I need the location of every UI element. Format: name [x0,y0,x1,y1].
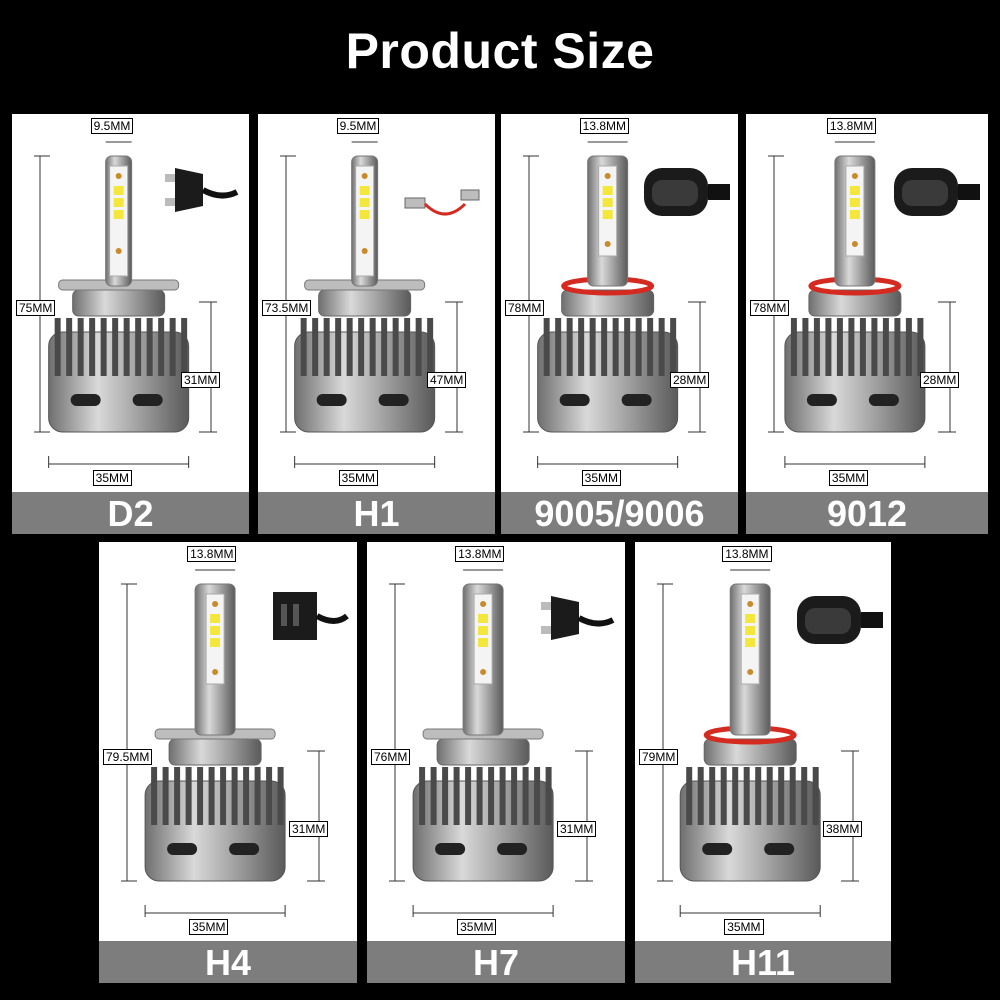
bulb-type-label: D2 [12,492,249,534]
height-label: 78MM [505,300,545,316]
bulb-card-9012: 13.8MM 78MM 28MM 35MM 9012 [746,114,988,534]
top-width-label: 9.5MM [336,118,380,134]
top-width-label: 13.8MM [722,546,772,562]
base-height-label: 31MM [557,821,597,837]
top-width-label: 13.8MM [579,118,629,134]
height-label: 76MM [371,749,411,765]
bulb-card-h1: 9.5MM 73.5MM 47MM 35MM H1 [258,114,495,534]
bulb-card-h7: 13.8MM 76MM 31MM 35MM H7 [367,542,625,983]
bulb-type-label: H4 [99,941,357,983]
bulb-card-h11: 13.8MM 79MM 38MM 35MM H11 [635,542,891,983]
bulb-illustration [34,141,239,468]
bulb-card-9005-9006: 13.8MM 78MM 28MM 35MM 9005/9006 [501,114,738,534]
base-width-label: 35MM [338,470,378,486]
base-width-label: 35MM [92,470,132,486]
base-height-label: 38MM [823,821,863,837]
height-label: 78MM [750,300,790,316]
top-width-label: 9.5MM [90,118,134,134]
height-label: 75MM [16,300,56,316]
base-width-label: 35MM [581,470,621,486]
bulb-illustration [657,569,883,917]
base-height-label: 31MM [181,372,221,388]
height-label: 79MM [639,749,679,765]
base-width-label: 35MM [828,470,869,486]
bulb-illustration [121,569,349,917]
base-width-label: 35MM [457,919,497,935]
bulb-type-label: H1 [258,492,495,534]
bulb-type-label: H7 [367,941,625,983]
bulb-type-label: 9012 [746,492,988,534]
bulb-illustration [523,141,730,468]
bulb-type-label: H11 [635,941,891,983]
bulb-illustration [768,141,980,468]
base-height-label: 28MM [920,372,960,388]
top-width-label: 13.8MM [187,546,237,562]
page-title: Product Size [345,23,655,79]
base-width-label: 35MM [724,919,764,935]
base-height-label: 31MM [289,821,329,837]
bulb-illustration [389,569,615,917]
base-width-label: 35MM [189,919,229,935]
bulb-type-label: 9005/9006 [501,492,738,534]
bulb-card-h4: 13.8MM 79.5MM 31MM 35MM H4 [99,542,357,983]
bulb-card-d2: 9.5MM 75MM 31MM 35MM D2 [12,114,249,534]
base-height-label: 28MM [670,372,710,388]
base-height-label: 47MM [427,372,467,388]
bulb-illustration [280,141,480,468]
top-width-label: 13.8MM [455,546,505,562]
height-label: 73.5MM [262,300,312,316]
height-label: 79.5MM [103,749,153,765]
top-width-label: 13.8MM [826,118,877,134]
